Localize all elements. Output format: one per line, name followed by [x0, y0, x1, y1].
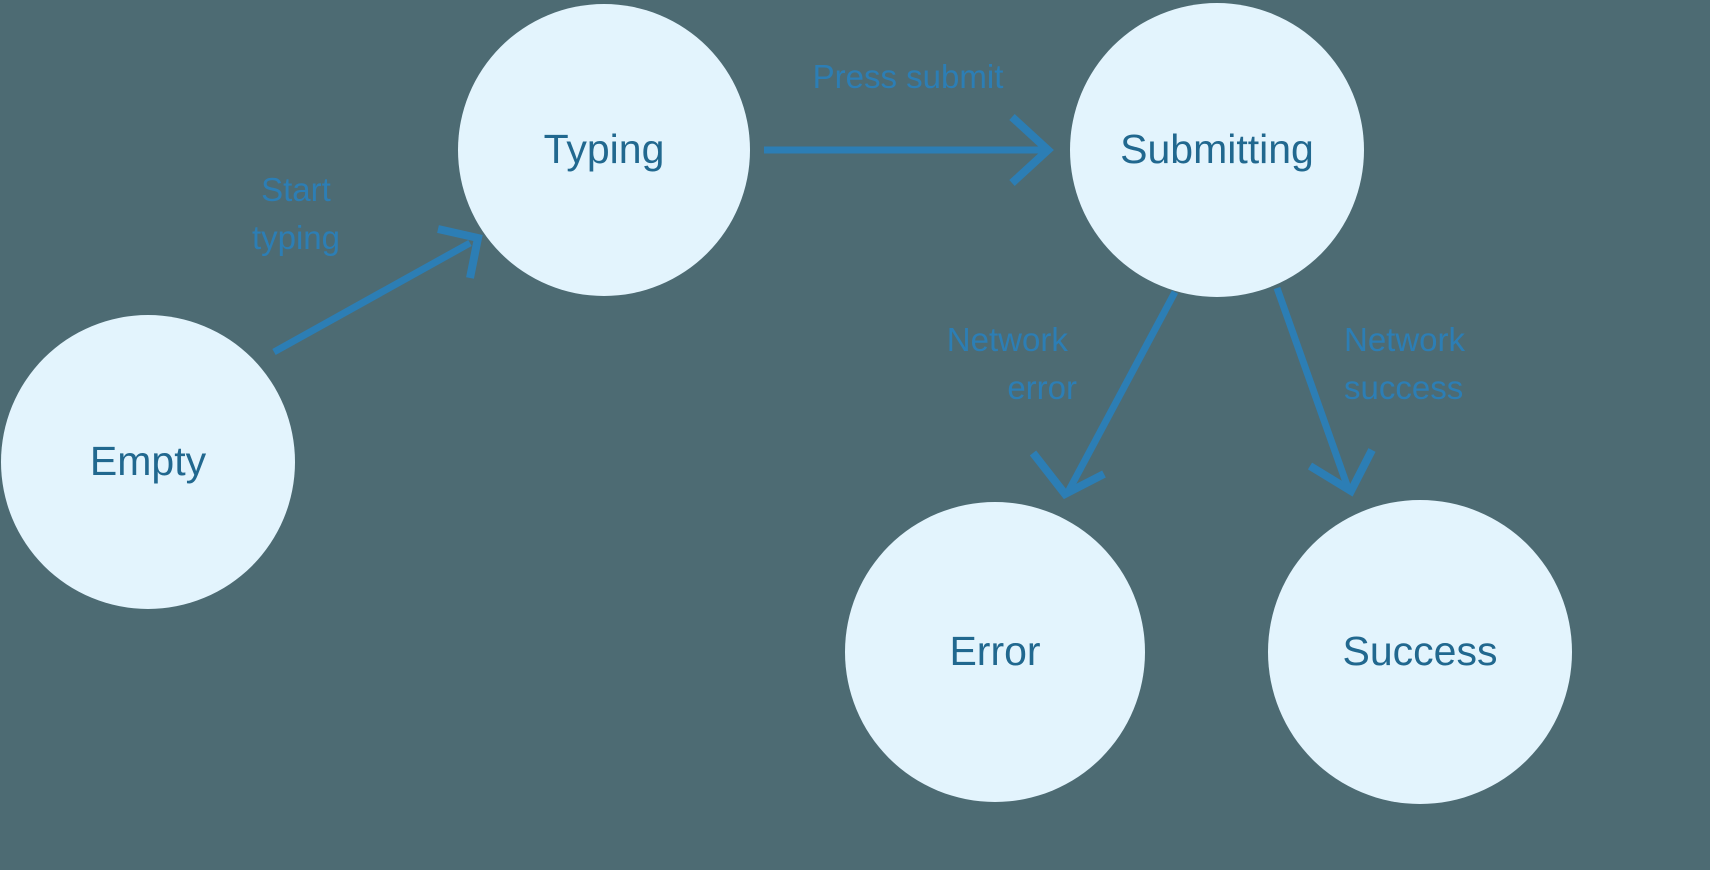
node-error[interactable]: Error — [845, 502, 1145, 802]
node-success[interactable]: Success — [1268, 500, 1572, 804]
edge-typing-to-submitting-arrowhead — [1009, 114, 1054, 186]
edge-label-line: typing — [252, 219, 340, 256]
edge-submitting-to-success-arrowhead — [1307, 448, 1376, 497]
node-submitting-label: Submitting — [1120, 126, 1314, 172]
edge-empty-to-typing-line — [272, 239, 472, 356]
edge-label-line: Press submit — [813, 58, 1004, 95]
edge-empty-to-typing-label: Start typing — [252, 171, 340, 256]
edge-submitting-to-success-label: Network success — [1344, 321, 1474, 406]
edge-label-line: error — [1007, 369, 1077, 406]
node-submitting[interactable]: Submitting — [1070, 3, 1364, 297]
edge-label-line: success — [1344, 369, 1463, 406]
edge-submitting-to-success: Network success — [1273, 286, 1474, 497]
edge-label-line: Start — [261, 171, 331, 208]
node-typing-circle[interactable] — [458, 4, 750, 296]
edge-empty-to-typing-arrowhead — [437, 225, 483, 279]
edge-submitting-to-error-arrowhead — [1029, 450, 1106, 500]
node-typing[interactable]: Typing — [458, 4, 750, 296]
node-error-label: Error — [949, 628, 1040, 674]
node-empty-circle[interactable] — [1, 315, 295, 609]
node-empty-label: Empty — [90, 438, 207, 484]
edge-submitting-to-success-line — [1273, 286, 1352, 490]
edge-typing-to-submitting-label: Press submit — [813, 58, 1004, 95]
node-typing-label: Typing — [544, 126, 665, 172]
edge-label-line: Network — [1344, 321, 1466, 358]
edge-submitting-to-error: Network error — [947, 290, 1179, 500]
edge-typing-to-submitting: Press submit — [764, 58, 1054, 186]
edge-submitting-to-error-label: Network error — [947, 321, 1077, 406]
edge-label-line: Network — [947, 321, 1069, 358]
node-error-circle[interactable] — [845, 502, 1145, 802]
node-submitting-circle[interactable] — [1070, 3, 1364, 297]
node-success-label: Success — [1343, 628, 1498, 674]
edge-submitting-to-error-line — [1064, 290, 1179, 494]
edge-empty-to-typing: Start typing — [252, 171, 483, 356]
node-empty[interactable]: Empty — [1, 315, 295, 609]
node-success-circle[interactable] — [1268, 500, 1572, 804]
